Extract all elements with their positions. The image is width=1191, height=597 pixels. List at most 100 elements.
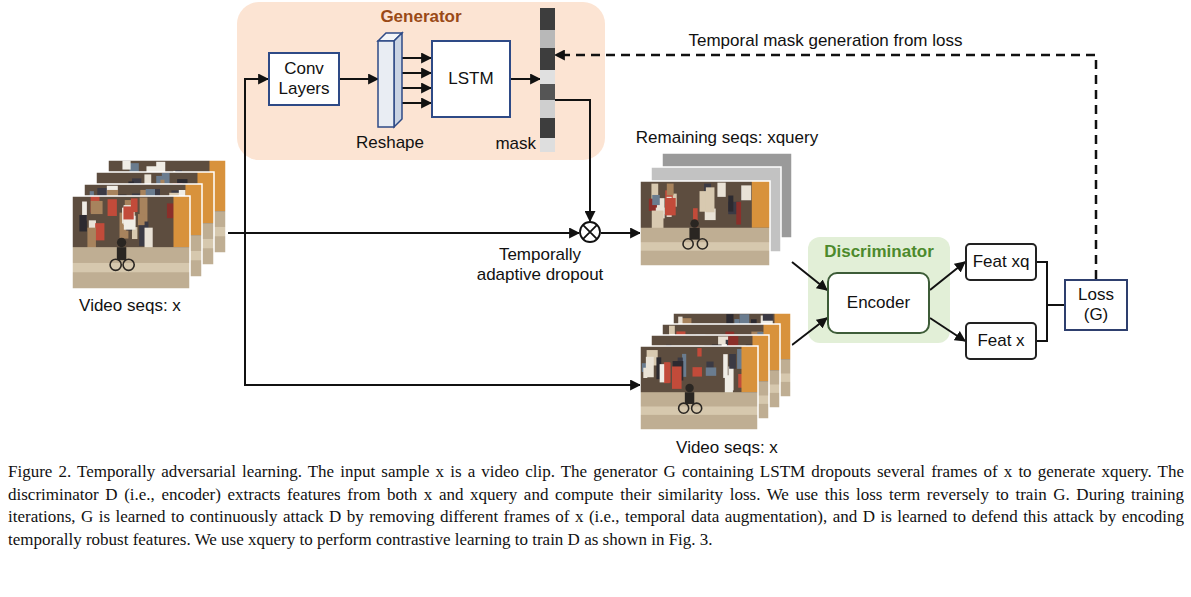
slab-side — [394, 33, 402, 127]
flow-arrow — [1037, 262, 1064, 305]
crowd-figure — [91, 201, 103, 214]
frame-ground — [640, 346, 758, 430]
flow-arrow — [228, 233, 640, 385]
slab-front — [378, 41, 394, 127]
box-label: Loss (G) — [1069, 285, 1123, 325]
flow-arrow — [228, 233, 579, 234]
crowd-figure — [729, 354, 736, 369]
connector-line — [340, 78, 378, 80]
video-frame — [640, 181, 770, 266]
figure-label: mask — [488, 134, 536, 154]
crowd-figure — [660, 364, 665, 382]
video-frame — [640, 346, 758, 430]
video-stack: Video seqs: x — [640, 313, 792, 432]
generator-panel: GeneratorConv LayersReshapeLSTMmask — [237, 2, 605, 160]
rider-body — [689, 228, 699, 240]
figure-label: Temporally adaptive dropout — [465, 245, 615, 285]
crowd-figure — [122, 161, 130, 170]
connector-line — [228, 233, 640, 385]
flow-arrow — [511, 79, 540, 80]
mask-segments — [540, 8, 555, 152]
connector-line — [402, 72, 431, 74]
mask-cell — [540, 8, 555, 30]
flow-arrow — [228, 79, 268, 233]
mask-cell — [540, 138, 555, 152]
mask-cell — [540, 100, 555, 118]
connector-line — [601, 232, 640, 234]
crowd-figure — [693, 367, 702, 376]
frame-border — [640, 181, 770, 266]
panel-heading: Discriminator — [808, 242, 950, 262]
crowd-figure — [652, 211, 664, 230]
lstm-box: LSTM — [431, 40, 511, 118]
rider-head — [685, 384, 693, 392]
crowd-figure — [664, 362, 670, 383]
mask-cell — [540, 84, 555, 100]
flow-arrow — [792, 262, 827, 290]
video-frames — [640, 153, 792, 267]
connector-line — [930, 262, 965, 290]
rider-head — [117, 238, 126, 247]
frame-ground — [640, 181, 770, 266]
conv-box: Conv Layers — [268, 52, 340, 106]
reshape-slab — [378, 33, 402, 127]
connector-line — [402, 57, 431, 59]
flow-arrow — [402, 58, 431, 103]
crowd-figure — [665, 198, 676, 215]
crowd-figure — [643, 368, 647, 378]
connector-line — [228, 232, 579, 234]
panel-fill — [237, 2, 605, 160]
figure-label: Reshape — [340, 133, 440, 153]
floor — [72, 247, 190, 289]
feature-box: Feat x — [965, 322, 1037, 360]
crowd-figure — [145, 228, 153, 250]
dropout-multiply: Temporally adaptive dropout — [579, 221, 601, 243]
flow-arrow — [1037, 305, 1064, 341]
frame-border — [72, 196, 190, 289]
connector-line — [792, 262, 827, 290]
figure-label: Video seqs: x — [60, 296, 200, 316]
crowd-figure — [741, 185, 751, 200]
multiply-symbol — [579, 221, 601, 243]
box-label: Conv Layers — [273, 59, 335, 99]
banner — [752, 181, 770, 228]
bike-wheel — [110, 259, 121, 270]
frame-ground — [72, 196, 190, 289]
flow-arrow — [340, 79, 378, 80]
crowd-figure — [667, 184, 674, 196]
crowd-figure — [108, 199, 117, 216]
rider-body — [117, 247, 126, 260]
mask-cell — [540, 118, 555, 138]
mask-cell — [540, 30, 555, 48]
connector-line — [1037, 262, 1064, 305]
crowd-figure — [706, 187, 715, 212]
bike-wheel — [683, 239, 693, 249]
multiply-circle — [580, 222, 600, 242]
crowd-figure — [95, 223, 104, 240]
figure-label: Remaining seqs: xquery — [610, 128, 844, 148]
connector-line — [930, 318, 965, 341]
crowd-figure — [131, 198, 138, 212]
discriminator-panel: DiscriminatorEncoder — [808, 237, 950, 343]
connector-line — [555, 100, 590, 221]
crowd-figure — [672, 366, 682, 388]
mask-cell — [540, 48, 555, 70]
video-stack: Video seqs: x — [72, 160, 228, 292]
rider-head — [690, 219, 699, 228]
floor — [640, 392, 758, 430]
crowd-figure — [736, 202, 741, 225]
bike-wheel — [679, 403, 689, 413]
crowd-figure — [665, 363, 670, 383]
flow-arrow — [601, 233, 640, 234]
bike-wheel — [692, 403, 702, 413]
multiply-cross — [583, 225, 597, 239]
video-frames — [72, 160, 228, 292]
figure-label: Video seqs: x — [610, 438, 844, 458]
rider-body — [685, 392, 694, 404]
box-label: Feat x — [977, 331, 1024, 351]
connector-line — [792, 318, 827, 345]
bike-wheel — [123, 259, 134, 270]
crowd-figure — [697, 348, 701, 356]
floor-line — [640, 242, 770, 251]
encoder-box: Encoder — [827, 272, 930, 334]
